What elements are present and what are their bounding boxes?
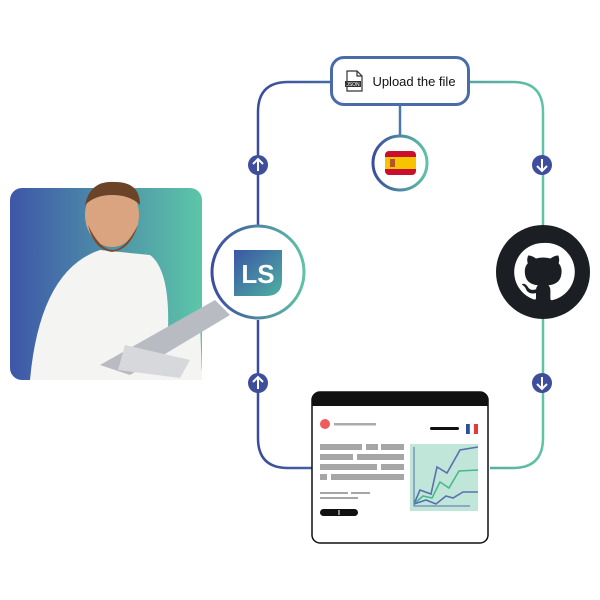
upload-file-button[interactable]: JSON Upload the file <box>330 56 470 106</box>
arrow-up-icon <box>248 373 268 393</box>
upload-label: Upload the file <box>372 73 456 89</box>
france-flag-icon <box>466 423 478 435</box>
person-photo <box>10 181 230 380</box>
svg-text:JSON: JSON <box>347 82 361 88</box>
arrow-down-icon <box>532 155 552 175</box>
arrow-up-icon <box>248 155 268 175</box>
spain-flag-icon <box>371 134 429 192</box>
ls-logo: LS <box>210 224 306 320</box>
json-file-icon: JSON <box>345 70 364 92</box>
arrow-down-icon <box>532 373 552 393</box>
translated-page-window <box>311 391 489 544</box>
svg-text:LS: LS <box>241 259 274 289</box>
github-icon[interactable] <box>496 225 590 319</box>
